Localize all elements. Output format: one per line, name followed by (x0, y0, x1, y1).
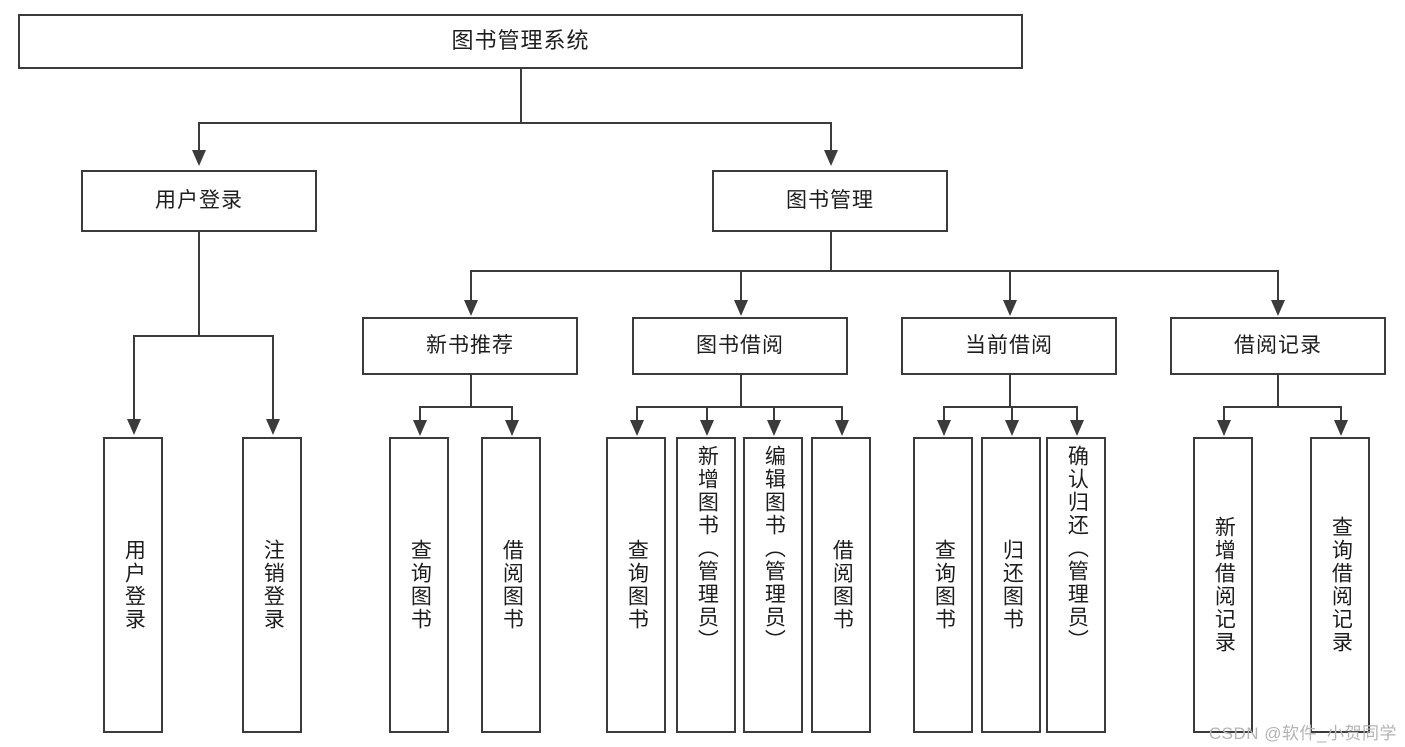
arrowhead-to-borrow-record (1271, 300, 1285, 316)
connector-book-borrow-bus (636, 406, 843, 408)
connector-to-book-borrow (740, 270, 742, 302)
connector-to-new-book-recommend (470, 270, 472, 302)
arrowhead-to-current-borrow (1003, 300, 1017, 316)
connector-root-stem (520, 69, 522, 123)
node-label: 图书管理系统 (451, 28, 590, 54)
node-leaf-return-book[interactable]: 归还图书 (981, 437, 1041, 733)
node-label: 归还图书 (1000, 539, 1024, 631)
connector-bb-drop-4 (841, 406, 843, 422)
node-leaf-query-record[interactable]: 查询借阅记录 (1310, 437, 1370, 733)
node-label: 图书借阅 (696, 334, 784, 358)
arrowhead-leaf-query-book-2 (630, 420, 644, 436)
node-label: 用户登录 (155, 189, 243, 213)
node-label: 当前借阅 (965, 334, 1053, 358)
arrowhead-leaf-logout (266, 419, 280, 435)
connector-new-book-recommend-stem (470, 375, 472, 408)
node-leaf-add-book[interactable]: 新增图书（管理员） (676, 437, 736, 733)
connector-bb-drop-1 (636, 406, 638, 422)
arrowhead-to-user-login (192, 150, 206, 166)
node-borrow-record[interactable]: 借阅记录 (1170, 317, 1386, 375)
node-new-book-recommend[interactable]: 新书推荐 (362, 317, 578, 375)
arrowhead-leaf-edit-book (767, 420, 781, 436)
node-user-login[interactable]: 用户登录 (81, 170, 317, 232)
node-label: 新增借阅记录 (1212, 516, 1236, 654)
connector-borrow-record-bus (1223, 406, 1342, 408)
node-leaf-query-book-1[interactable]: 查询图书 (389, 437, 449, 733)
connector-cb-drop-2 (1011, 406, 1013, 422)
node-label: 编辑图书（管理员） (762, 445, 786, 652)
node-label: 确认归还（管理员） (1065, 445, 1089, 652)
node-leaf-logout[interactable]: 注销登录 (242, 437, 302, 733)
node-current-borrow[interactable]: 当前借阅 (901, 317, 1117, 375)
connector-book-borrow-stem (740, 375, 742, 408)
node-leaf-edit-book[interactable]: 编辑图书（管理员） (743, 437, 803, 733)
connector-cb-drop-1 (943, 406, 945, 422)
connector-to-borrow-record (1277, 270, 1279, 302)
connector-book-manage-stem (830, 232, 832, 272)
arrowhead-to-book-manage (824, 150, 838, 166)
connector-to-user-login (198, 122, 200, 152)
connector-level1-bus (198, 122, 832, 124)
node-leaf-borrow-book-1[interactable]: 借阅图书 (481, 437, 541, 733)
connector-user-login-drop-1 (133, 335, 135, 421)
connector-br-drop-2 (1340, 406, 1342, 422)
connector-current-borrow-bus (943, 406, 1078, 408)
node-leaf-add-record[interactable]: 新增借阅记录 (1193, 437, 1253, 733)
node-label: 查询借阅记录 (1329, 516, 1353, 654)
arrowhead-leaf-borrow-book-2 (835, 420, 849, 436)
node-leaf-borrow-book-2[interactable]: 借阅图书 (811, 437, 871, 733)
connector-borrow-record-stem (1277, 375, 1279, 408)
node-label: 查询图书 (932, 539, 956, 631)
watermark-text: CSDN @软件_小贺同学 (1208, 724, 1397, 743)
node-root-book-management-system[interactable]: 图书管理系统 (18, 14, 1023, 69)
node-label: 新书推荐 (426, 334, 514, 358)
connector-to-book-manage (830, 122, 832, 152)
connector-bb-drop-3 (773, 406, 775, 422)
connector-br-drop-1 (1223, 406, 1225, 422)
connector-user-login-drop-2 (272, 335, 274, 421)
connector-level3-bus (470, 270, 1279, 272)
connector-bb-drop-2 (706, 406, 708, 422)
arrowhead-leaf-query-record (1334, 420, 1348, 436)
arrowhead-leaf-borrow-book-1 (505, 420, 519, 436)
node-leaf-confirm-return[interactable]: 确认归还（管理员） (1046, 437, 1106, 733)
node-label: 借阅图书 (830, 539, 854, 631)
connector-nbr-drop-1 (419, 406, 421, 422)
node-leaf-user-login[interactable]: 用户登录 (103, 437, 163, 733)
connector-user-login-stem (198, 232, 200, 336)
arrowhead-leaf-user-login (127, 419, 141, 435)
arrowhead-leaf-query-book-1 (413, 420, 427, 436)
arrowhead-to-book-borrow (734, 300, 748, 316)
connector-nbr-drop-2 (511, 406, 513, 422)
node-leaf-query-book-2[interactable]: 查询图书 (606, 437, 666, 733)
arrowhead-leaf-add-book (700, 420, 714, 436)
node-book-borrow[interactable]: 图书借阅 (632, 317, 848, 375)
node-label: 图书管理 (786, 189, 874, 213)
node-label: 新增图书（管理员） (695, 445, 719, 652)
arrowhead-leaf-query-book-3 (937, 420, 951, 436)
node-leaf-query-book-3[interactable]: 查询图书 (913, 437, 973, 733)
node-label: 用户登录 (122, 539, 146, 631)
arrowhead-leaf-confirm-return (1070, 420, 1084, 436)
node-label: 查询图书 (625, 539, 649, 631)
arrowhead-to-new-book-recommend (464, 300, 478, 316)
node-label: 查询图书 (408, 539, 432, 631)
node-label: 借阅记录 (1234, 334, 1322, 358)
connector-new-book-recommend-bus (419, 406, 513, 408)
node-book-manage[interactable]: 图书管理 (712, 170, 948, 232)
node-label: 注销登录 (261, 539, 285, 631)
arrowhead-leaf-add-record (1217, 420, 1231, 436)
connector-cb-drop-3 (1076, 406, 1078, 422)
connector-to-current-borrow (1009, 270, 1011, 302)
arrowhead-leaf-return-book (1005, 420, 1019, 436)
connector-user-login-bus (133, 335, 274, 337)
connector-current-borrow-stem (1009, 375, 1011, 408)
node-label: 借阅图书 (500, 539, 524, 631)
